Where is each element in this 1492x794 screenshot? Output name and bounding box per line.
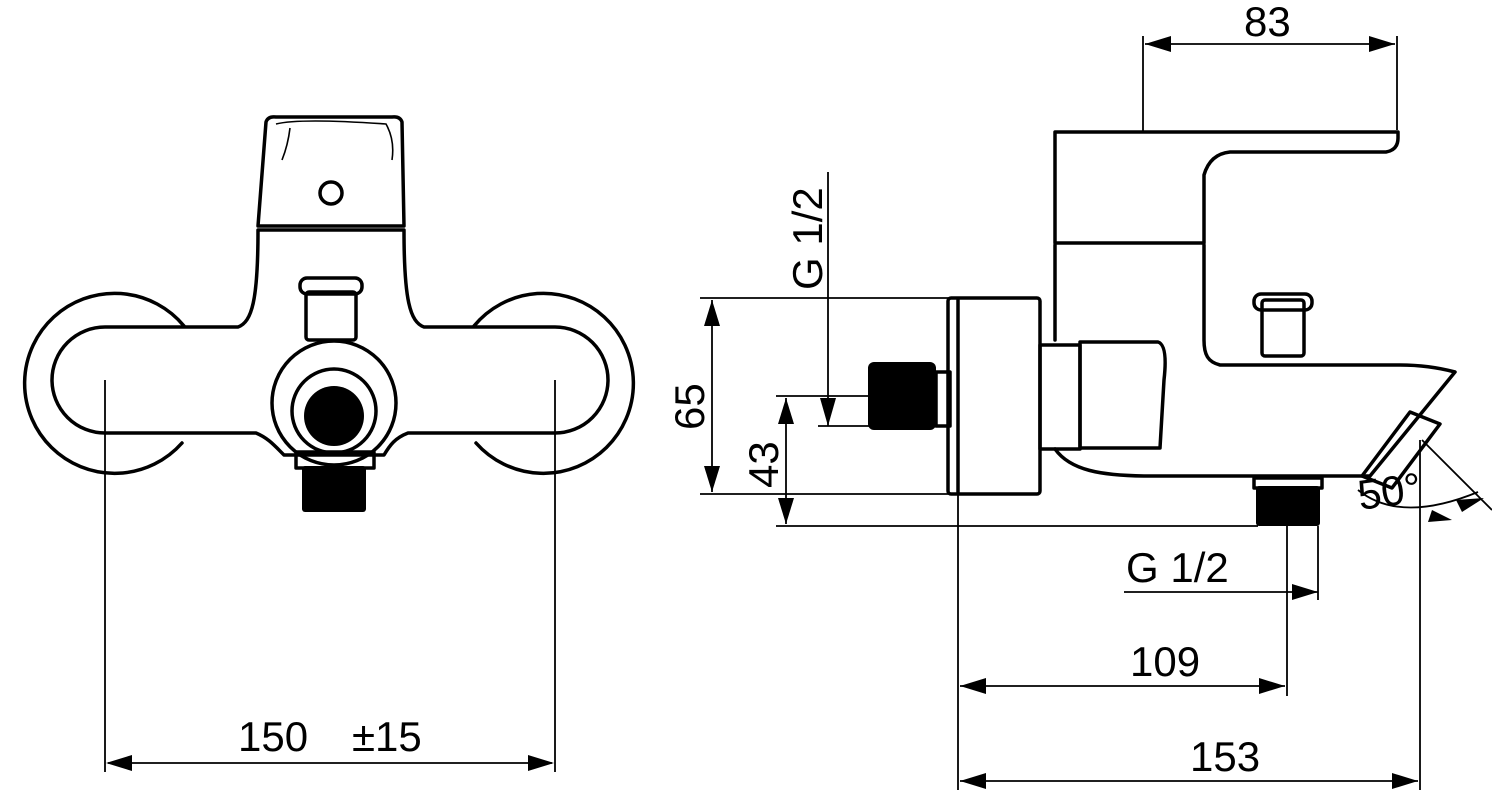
dim-arrow-153-left: [960, 773, 986, 789]
connector-neck: [1038, 343, 1082, 451]
mixer-body-side: [1053, 243, 1457, 478]
outlet-thread-side: [1256, 486, 1320, 526]
angle-arc: [1357, 489, 1479, 509]
dim-arrow-outlet-thread: [1292, 584, 1318, 600]
front-view: 150 ±15: [22, 115, 636, 772]
angle-arrow-right: [1456, 498, 1484, 512]
side-view: 83 G 1/2 65 43 G 1/2 109: [666, 0, 1492, 790]
dim-arrow-109-left: [960, 678, 986, 694]
dim-label-outlet-thread: G 1/2: [1126, 544, 1229, 591]
dim-label-150: 150: [238, 713, 308, 760]
dim-arrow-109-right: [1259, 678, 1285, 694]
right-flange: [472, 291, 636, 476]
wall-rosette: [946, 296, 1042, 496]
dim-label-65: 65: [666, 383, 713, 430]
left-flange: [22, 291, 186, 476]
dim-arrow-83-right: [1369, 36, 1395, 52]
dim-arrow-inlet-thread: [820, 398, 836, 426]
dim-arrow-65-bottom: [704, 466, 720, 492]
angle-arrow-left: [1428, 510, 1452, 522]
thermo-knob: [1078, 340, 1167, 450]
dim-arrow-83-left: [1145, 36, 1171, 52]
outlet-nut-side: [1252, 476, 1324, 490]
handle-groove: [275, 120, 394, 161]
dim-arrow-65-top: [704, 300, 720, 326]
dim-label-inlet-thread: G 1/2: [784, 187, 831, 290]
inlet-thread: [868, 362, 936, 430]
dim-arrow-43-top: [778, 398, 794, 424]
dim-arrow-43-bottom: [778, 498, 794, 524]
diverter-knob-side: [1260, 298, 1306, 358]
outlet-ring-outer: [270, 339, 398, 467]
dim-arrow-150-left: [106, 755, 132, 771]
diverter-knob-top: [298, 276, 364, 296]
handle-cap: [256, 115, 406, 228]
dim-label-angle: 50°: [1355, 464, 1424, 519]
diverter-knob: [304, 290, 358, 342]
bottom-thread-nut: [294, 450, 376, 470]
outlet-aerator: [304, 386, 364, 446]
handle-screw: [318, 180, 344, 206]
dim-label-43: 43: [740, 441, 787, 488]
mixer-body-bar: [50, 228, 610, 457]
dim-arrow-153-right: [1392, 773, 1418, 789]
dim-label-tolerance: ±15: [352, 713, 422, 760]
dim-label-109: 109: [1130, 638, 1200, 685]
diverter-knob-side-top: [1252, 292, 1314, 312]
handle-lever: [1053, 130, 1400, 245]
dim-arrow-150-right: [528, 755, 554, 771]
dim-label-83: 83: [1244, 0, 1291, 45]
dim-label-153: 153: [1190, 733, 1260, 780]
bottom-thread: [302, 466, 366, 512]
spout-tip: [1360, 410, 1442, 490]
